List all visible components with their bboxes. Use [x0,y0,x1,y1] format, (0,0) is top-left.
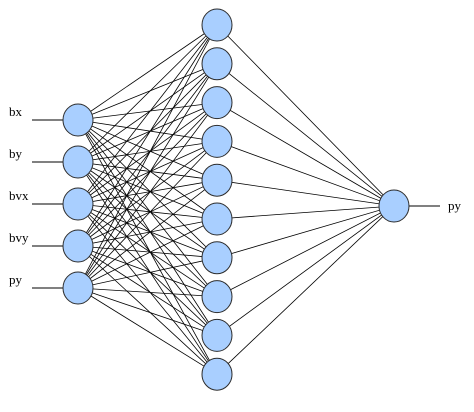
edge-input-4-to-hidden-7 [77,287,218,297]
edge-input-3-to-hidden-5 [77,218,218,247]
hidden-node-6 [201,241,233,275]
edge-input-1-to-hidden-6 [77,161,218,259]
connection-edges [77,24,395,375]
edge-input-4-to-hidden-9 [77,287,218,375]
hidden-node-8 [201,318,233,352]
edge-hidden-3-to-output-0 [216,141,395,207]
edge-input-2-to-hidden-7 [77,203,218,297]
hidden-node-3 [201,124,233,158]
edge-input-2-to-hidden-9 [77,203,218,375]
output-node-0 [378,189,410,223]
edge-input-4-to-hidden-3 [77,141,218,289]
edge-hidden-7-to-output-0 [216,205,395,297]
edge-input-2-to-hidden-2 [77,102,218,205]
edge-input-3-to-hidden-9 [77,245,218,375]
edge-input-4-to-hidden-1 [77,63,218,289]
edge-input-4-to-hidden-6 [77,257,218,289]
edge-input-1-to-hidden-8 [77,161,218,336]
hidden-node-0 [201,8,233,42]
edge-input-3-to-hidden-7 [77,245,218,297]
edge-input-2-to-hidden-6 [77,203,218,259]
hidden-node-2 [201,86,233,120]
edge-input-0-to-hidden-8 [77,119,218,336]
node-labels: bx by bvx bvy py py [9,104,462,287]
hidden-node-4 [201,163,233,197]
input-label: py [9,272,23,287]
edge-input-1-to-hidden-9 [77,161,218,375]
input-node-0 [62,103,94,137]
input-node-2 [62,187,94,221]
edge-input-3-to-hidden-4 [77,179,218,247]
edge-input-0-to-hidden-5 [77,119,218,220]
edge-hidden-5-to-output-0 [216,205,395,220]
neuron-nodes [62,8,410,391]
edge-input-3-to-hidden-6 [77,245,218,259]
input-label: bx [9,104,23,119]
input-node-1 [62,145,94,179]
edge-hidden-4-to-output-0 [216,179,395,207]
edge-input-4-to-hidden-4 [77,179,218,289]
edge-input-1-to-hidden-4 [77,161,218,181]
edge-input-4-to-hidden-0 [77,24,218,289]
edge-input-2-to-hidden-4 [77,179,218,205]
edge-input-4-to-hidden-5 [77,218,218,289]
edge-input-1-to-hidden-3 [77,141,218,163]
input-node-4 [62,271,94,305]
output-label: py [448,198,462,213]
hidden-node-5 [201,202,233,236]
edge-input-0-to-hidden-1 [77,63,218,121]
input-label: by [9,146,23,161]
edge-input-0-to-hidden-3 [77,119,218,142]
hidden-node-7 [201,280,233,314]
io-lines [32,119,440,289]
hidden-node-1 [201,47,233,81]
edge-input-0-to-hidden-4 [77,119,218,181]
edge-input-1-to-hidden-2 [77,102,218,163]
edge-hidden-6-to-output-0 [216,205,395,259]
edge-input-1-to-hidden-1 [77,63,218,163]
input-node-3 [62,229,94,263]
edge-input-4-to-hidden-8 [77,287,218,336]
edge-hidden-1-to-output-0 [216,63,395,207]
edge-input-0-to-hidden-9 [77,119,218,375]
edge-input-2-to-hidden-3 [77,141,218,205]
edge-input-1-to-hidden-0 [77,24,218,163]
input-label: bvx [9,188,29,203]
edge-input-4-to-hidden-2 [77,102,218,289]
edge-hidden-0-to-output-0 [216,24,395,207]
edge-hidden-2-to-output-0 [216,102,395,207]
edge-input-3-to-hidden-1 [77,63,218,247]
edge-input-3-to-hidden-2 [77,102,218,247]
edge-input-0-to-hidden-6 [77,119,218,259]
edge-input-0-to-hidden-2 [77,102,218,121]
edge-input-3-to-hidden-0 [77,24,218,247]
edge-input-1-to-hidden-7 [77,161,218,297]
input-label: bvy [9,230,29,245]
edge-input-3-to-hidden-3 [77,141,218,247]
edge-input-3-to-hidden-8 [77,245,218,336]
edge-hidden-8-to-output-0 [216,205,395,336]
edge-hidden-9-to-output-0 [216,205,395,375]
edge-input-0-to-hidden-0 [77,24,218,121]
edge-input-2-to-hidden-0 [77,24,218,205]
hidden-node-9 [201,357,233,391]
edge-input-1-to-hidden-5 [77,161,218,220]
edge-input-2-to-hidden-5 [77,203,218,220]
edge-input-2-to-hidden-1 [77,63,218,205]
edge-input-0-to-hidden-7 [77,119,218,297]
edge-input-2-to-hidden-8 [77,203,218,336]
